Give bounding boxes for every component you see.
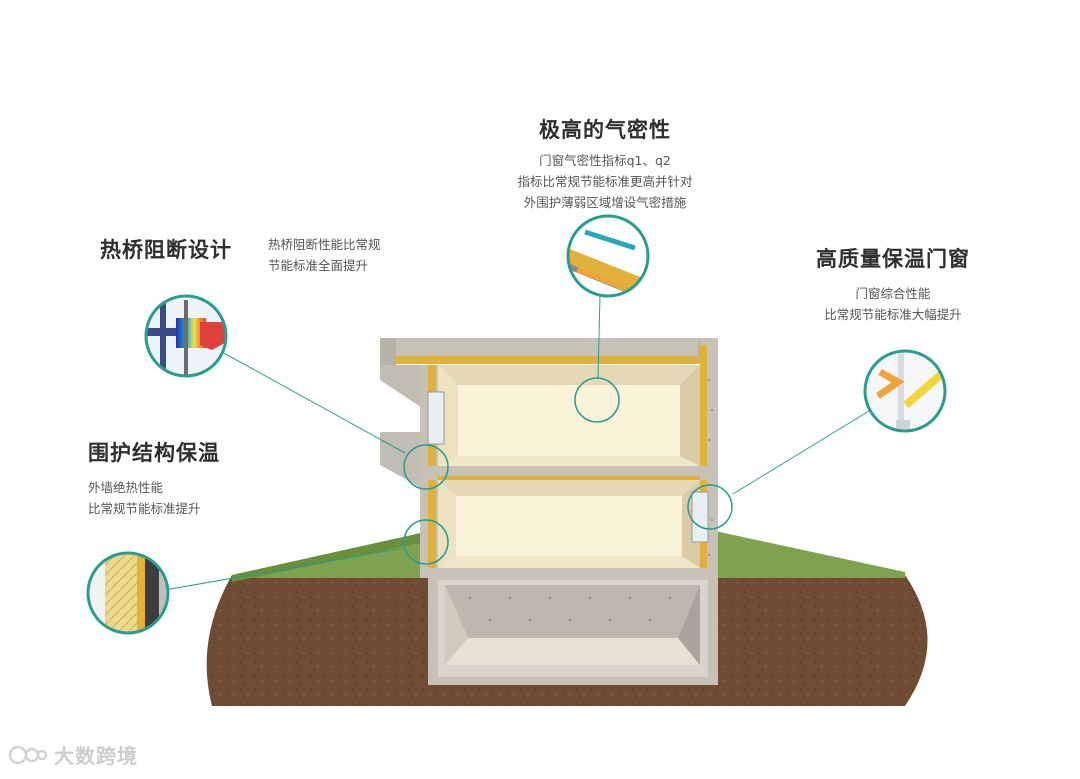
- callout-thermal-bridge-title: 热桥阻断设计: [100, 234, 232, 264]
- callout-envelope: 围护结构保温 外墙绝热性能 比常规节能标准提升: [88, 437, 220, 519]
- thermal-bridge-line-1: 热桥阻断性能比常规: [268, 234, 381, 255]
- basement: [428, 575, 718, 685]
- watermark-logo-icon: [8, 743, 48, 767]
- callout-thermal-bridge-desc: 热桥阻断性能比常规 节能标准全面提升: [268, 234, 381, 276]
- detail-window-icon: [860, 345, 960, 445]
- thermal-bridge-line-2: 节能标准全面提升: [268, 255, 381, 276]
- windows-line-2: 比常规节能标准大幅提升: [798, 304, 988, 325]
- detail-thermal-bridge-icon: [140, 290, 240, 390]
- airtight-line-3: 外围护薄弱区域增设气密措施: [505, 192, 705, 213]
- callout-airtight: 极高的气密性 门窗气密性指标q1、q2 指标比常规节能标准更高并针对 外围护薄弱…: [505, 114, 705, 213]
- watermark-text: 大数跨境: [54, 740, 138, 769]
- envelope-line-2: 比常规节能标准提升: [88, 498, 220, 519]
- thermal-bridge-title: 热桥阻断设计: [100, 234, 232, 264]
- callout-windows: 高质量保温门窗 门窗综合性能 比常规节能标准大幅提升: [798, 243, 988, 325]
- detail-airtight-icon: [560, 210, 660, 310]
- airtight-line-2: 指标比常规节能标准更高并针对: [505, 171, 705, 192]
- detail-envelope-insulation-icon: [85, 548, 185, 652]
- envelope-line-1: 外墙绝热性能: [88, 477, 220, 498]
- windows-title: 高质量保温门窗: [798, 243, 988, 273]
- watermark: 大数跨境: [8, 740, 138, 769]
- airtight-title: 极高的气密性: [505, 114, 705, 144]
- building: [380, 338, 718, 578]
- envelope-title: 围护结构保温: [88, 437, 220, 467]
- airtight-line-1: 门窗气密性指标q1、q2: [505, 150, 705, 171]
- windows-line-1: 门窗综合性能: [798, 283, 988, 304]
